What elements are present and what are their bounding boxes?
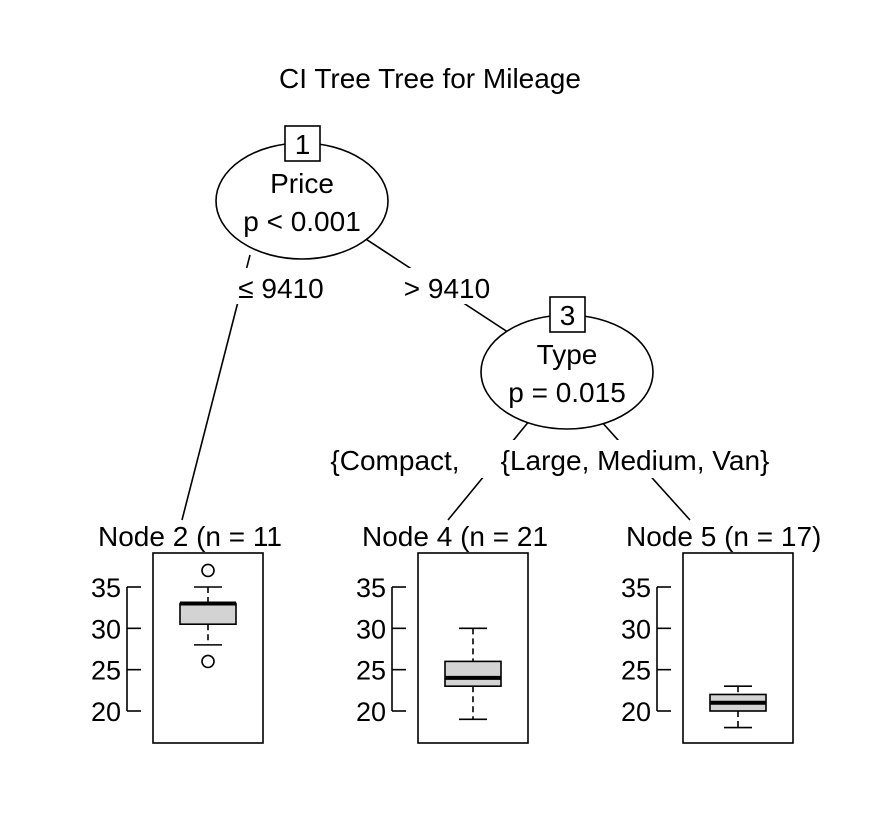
edge-label-bg — [394, 268, 500, 304]
edge-label: ≤ 9410 — [238, 273, 323, 304]
edge-label: > 9410 — [404, 273, 490, 304]
edge-label-bg — [476, 440, 794, 478]
edge-label: {Large, Medium, Van} — [501, 445, 770, 476]
inner-node-3: 3 Type p = 0.015 — [480, 296, 654, 430]
terminal-node-label: Node 4 (n = 21 — [362, 521, 548, 552]
boxplot-panel-node-4: 20 25 30 35 — [356, 552, 529, 744]
box — [179, 602, 237, 625]
y-tick-label: 25 — [91, 656, 121, 686]
y-tick-label: 20 — [91, 697, 121, 727]
boxplot-panel-node-5: 20 25 30 35 — [621, 552, 794, 744]
panel-frame — [152, 552, 264, 744]
terminal-node-label: Node 2 (n = 11 — [98, 521, 282, 552]
edge-labels: ≤ 9410 > 9410 {Compact, {Large, Medium, … — [228, 268, 794, 478]
node-pvalue: p = 0.015 — [508, 377, 626, 408]
terminal-node-label: Node 5 (n = 17) — [626, 521, 821, 552]
node-variable: Type — [537, 339, 598, 370]
y-tick-label: 35 — [91, 573, 121, 603]
y-tick-label: 20 — [356, 697, 386, 727]
box — [444, 660, 502, 688]
node-variable: Price — [270, 168, 334, 199]
terminal-labels: Node 2 (n = 11 Node 4 (n = 21 Node 5 (n … — [98, 521, 821, 552]
outlier-point — [201, 654, 215, 669]
y-tick-label: 35 — [356, 573, 386, 603]
y-tick-label: 20 — [621, 697, 651, 727]
node-id: 1 — [295, 129, 311, 160]
y-tick-label: 35 — [621, 573, 651, 603]
diagram-title: CI Tree Tree for Mileage — [279, 63, 581, 94]
y-tick-label: 25 — [356, 656, 386, 686]
y-tick-label: 30 — [91, 614, 121, 644]
outlier-point — [201, 563, 215, 578]
node-pvalue: p < 0.001 — [243, 206, 361, 237]
panel-frame — [417, 552, 529, 744]
y-tick-label: 30 — [621, 614, 651, 644]
boxplot-panels: 20 25 30 35 20 25 30 35 20 25 30 35 — [91, 552, 794, 744]
y-tick-label: 25 — [621, 656, 651, 686]
node-id-box — [549, 296, 586, 333]
boxplot-panel-node-2: 20 25 30 35 — [91, 552, 264, 744]
edge-label: {Compact, — [330, 445, 459, 476]
edge-label-bg — [228, 268, 334, 304]
node-id-box — [284, 125, 321, 162]
y-tick-label: 30 — [356, 614, 386, 644]
inner-node-1: 1 Price p < 0.001 — [215, 125, 389, 260]
node-id: 3 — [560, 300, 576, 331]
edge-label-bg — [318, 440, 470, 478]
